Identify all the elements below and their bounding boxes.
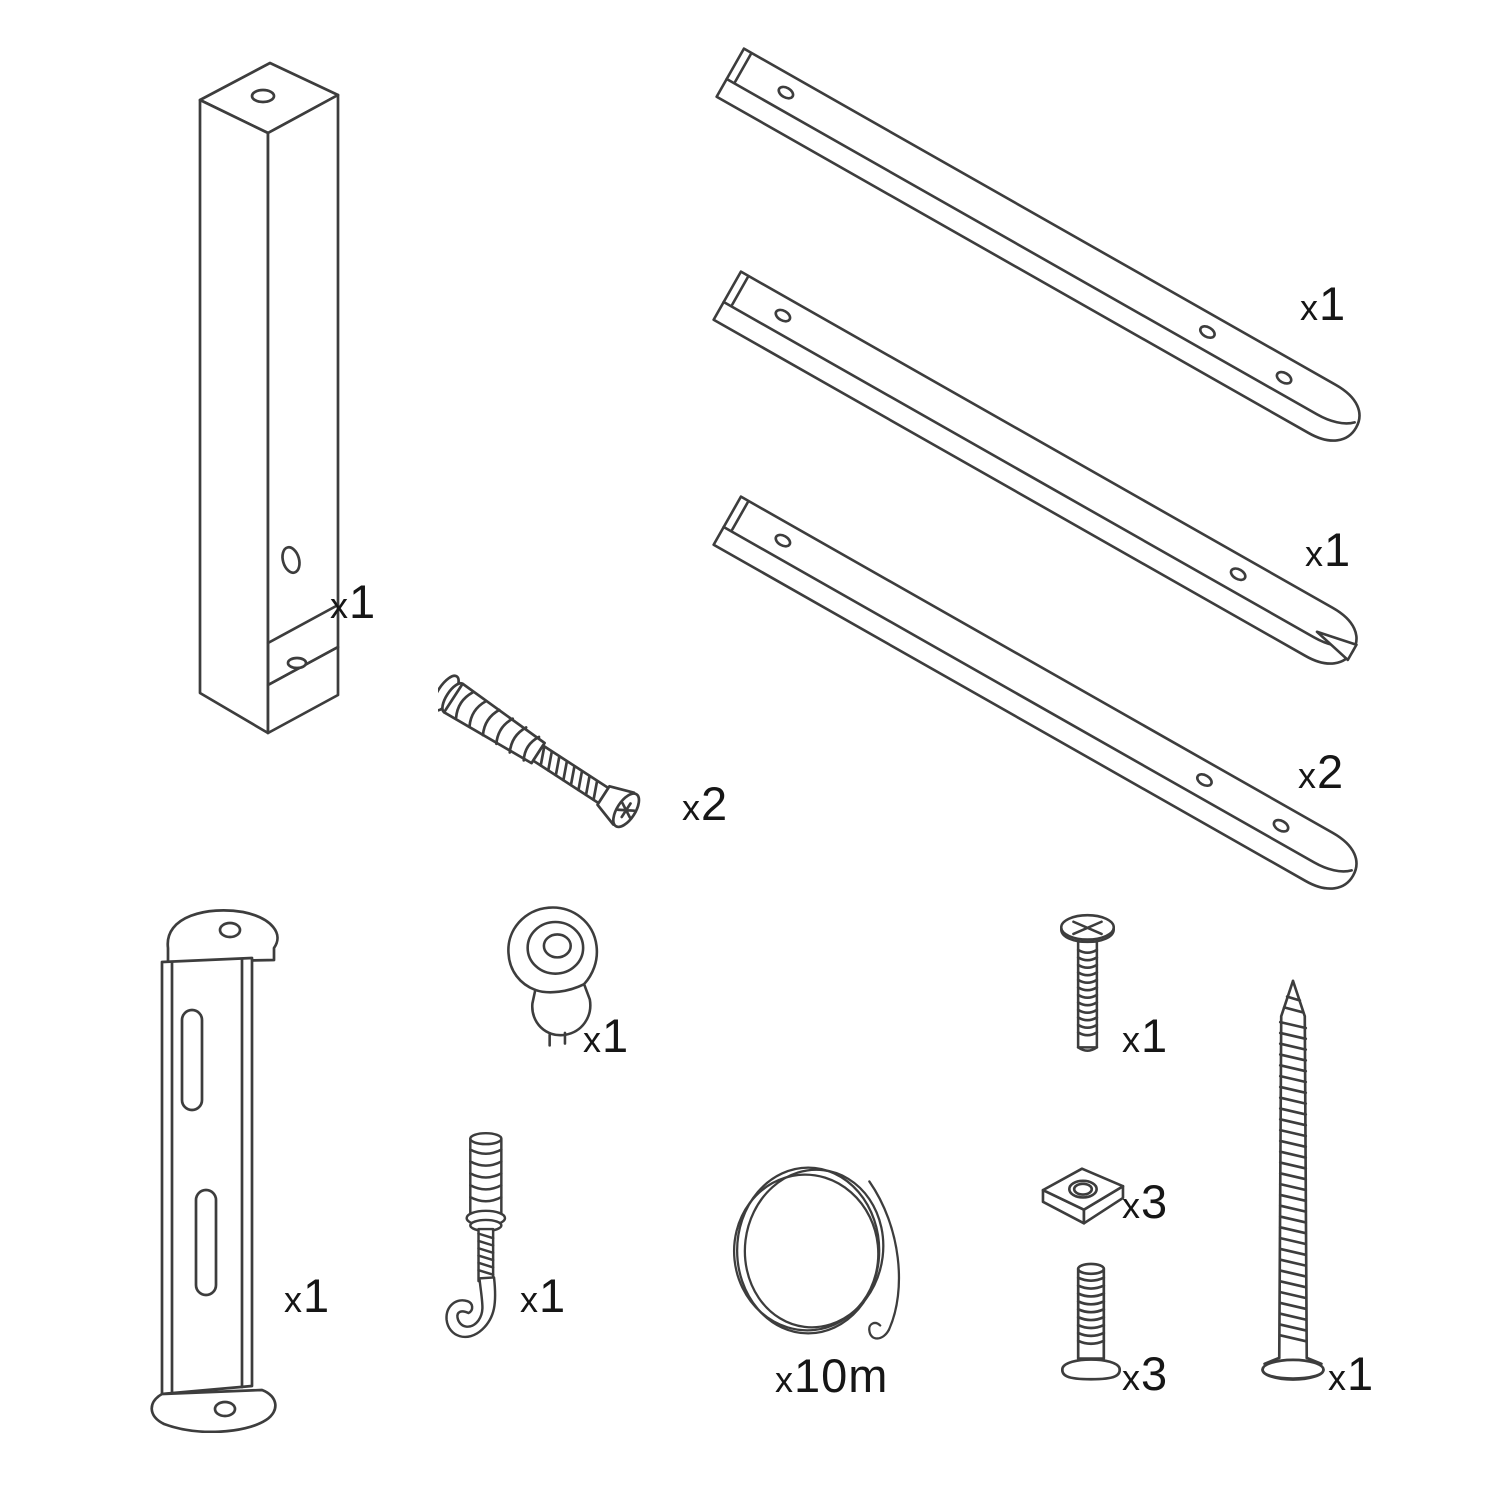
wall-bracket-qty: x1 <box>284 1272 330 1319</box>
qty-prefix: x <box>1328 1357 1347 1398</box>
square-nut-icon <box>1041 1167 1125 1225</box>
qty-value: 1 <box>1324 523 1352 576</box>
part-rail-slotted <box>712 265 1372 680</box>
qty-prefix: x <box>1305 533 1324 574</box>
qty-prefix: x <box>1122 1357 1141 1398</box>
qty-prefix: x <box>1122 1185 1141 1226</box>
qty-value: 2 <box>701 777 729 830</box>
qty-value: 10m <box>794 1349 889 1402</box>
part-square-post <box>145 45 360 745</box>
rail-double-icon <box>712 495 1358 890</box>
qty-value: 1 <box>349 575 377 628</box>
qty-value: 2 <box>1317 745 1345 798</box>
ceiling-hook-plug-icon <box>445 1131 507 1339</box>
qty-value: 1 <box>539 1269 567 1322</box>
grommet-holder-qty: x1 <box>583 1012 629 1059</box>
qty-prefix: x <box>1298 755 1317 796</box>
rail-top-icon <box>715 47 1361 442</box>
qty-value: 1 <box>1141 1009 1169 1062</box>
machine-bolt-icon <box>1059 913 1116 1052</box>
ceiling-hook-plug-qty: x1 <box>520 1272 566 1319</box>
part-ceiling-hook-plug <box>442 1115 547 1397</box>
part-machine-bolt <box>1050 908 1125 1063</box>
square-nut-qty: x3 <box>1122 1178 1168 1225</box>
steel-wire-qty: x10m <box>775 1352 888 1399</box>
rail-double-qty: x2 <box>1298 748 1344 795</box>
part-rail-double <box>712 490 1372 905</box>
qty-value: 3 <box>1141 1347 1169 1400</box>
qty-prefix: x <box>284 1279 303 1320</box>
qty-value: 1 <box>602 1009 630 1062</box>
square-post-icon <box>198 61 340 735</box>
qty-value: 1 <box>303 1269 331 1322</box>
rail-top-qty: x1 <box>1300 280 1346 327</box>
square-post-qty: x1 <box>330 578 376 625</box>
qty-prefix: x <box>1122 1019 1141 1060</box>
wall-plug-screw-icon <box>438 674 641 829</box>
wood-screw-qty: x1 <box>1328 1350 1374 1397</box>
steel-wire-icon <box>732 1166 901 1340</box>
part-wall-plug-screw <box>438 648 703 838</box>
rail-slotted-qty: x1 <box>1305 526 1351 573</box>
qty-value: 1 <box>1347 1347 1375 1400</box>
wall-plug-screw-qty: x2 <box>682 780 728 827</box>
machine-bolt-qty: x1 <box>1122 1012 1168 1059</box>
qty-prefix: x <box>330 585 349 626</box>
part-rail-top <box>715 42 1375 457</box>
connector-bolt-qty: x3 <box>1122 1350 1168 1397</box>
qty-prefix: x <box>682 787 701 828</box>
grommet-holder-icon <box>507 906 599 1047</box>
qty-prefix: x <box>520 1279 539 1320</box>
part-square-nut <box>1032 1155 1132 1235</box>
part-wood-screw <box>1252 975 1334 1407</box>
qty-value: 1 <box>1319 277 1347 330</box>
wall-bracket-icon <box>150 909 279 1433</box>
part-grommet-holder <box>498 898 608 1056</box>
qty-prefix: x <box>583 1019 602 1060</box>
part-wall-bracket <box>148 898 298 1433</box>
qty-prefix: x <box>775 1359 794 1400</box>
part-steel-wire <box>718 1140 923 1362</box>
wood-screw-icon <box>1261 979 1325 1381</box>
rail-slotted-icon <box>712 270 1358 665</box>
qty-value: 3 <box>1141 1175 1169 1228</box>
part-connector-bolt <box>1055 1258 1127 1396</box>
qty-prefix: x <box>1300 287 1319 328</box>
connector-bolt-icon <box>1061 1262 1121 1381</box>
